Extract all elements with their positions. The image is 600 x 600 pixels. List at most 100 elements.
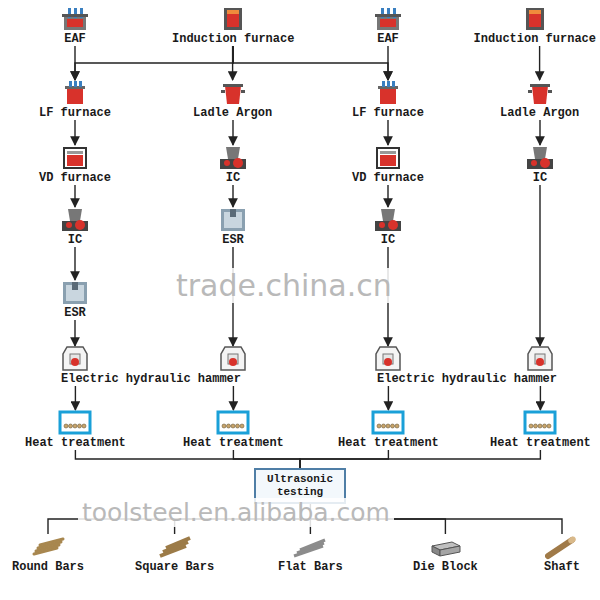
flow-arrow <box>387 185 388 207</box>
icon-row <box>172 6 294 32</box>
flow-arrow <box>539 120 540 145</box>
process-step: ESR <box>213 207 253 247</box>
icon-row <box>55 280 95 306</box>
process-step: Square Bars <box>135 534 214 574</box>
step-label: Ladle Argon <box>500 106 579 120</box>
process-icon <box>371 207 405 233</box>
process-step: Heat treatment <box>183 410 284 450</box>
flow-arrow <box>300 450 540 468</box>
icon-row <box>16 346 286 372</box>
icon-row <box>490 410 591 436</box>
process-step: Ladle Argon <box>193 80 272 120</box>
process-icon <box>371 6 405 32</box>
process-icon <box>216 346 250 372</box>
icon-row <box>213 207 253 233</box>
step-label: IC <box>520 171 560 185</box>
step-label: IC <box>368 233 408 247</box>
icon-row <box>278 534 343 560</box>
step-label: ESR <box>55 306 95 320</box>
icon-row <box>542 534 582 560</box>
process-icon <box>58 80 92 106</box>
process-icon <box>545 534 579 560</box>
flow-arrow <box>74 320 75 346</box>
flow-arrow <box>539 185 540 346</box>
process-icon <box>58 6 92 32</box>
process-step: Round Bars <box>12 534 84 574</box>
process-icon <box>58 145 92 171</box>
step-label: Die Block <box>413 560 478 574</box>
process-step: Ladle Argon <box>500 80 579 120</box>
flow-arrow <box>539 46 540 80</box>
step-label: IC <box>55 233 95 247</box>
process-icon <box>293 534 327 560</box>
step-label: EAF <box>55 32 95 46</box>
icon-row <box>25 410 126 436</box>
icon-row <box>39 80 111 106</box>
flow-arrow <box>233 46 388 80</box>
step-label: Round Bars <box>12 560 84 574</box>
process-step: EAF <box>368 6 408 46</box>
process-icon <box>523 346 557 372</box>
process-step: Shaft <box>542 534 582 574</box>
flow-arrow <box>388 386 389 410</box>
process-icon <box>518 6 552 32</box>
process-icon <box>216 207 250 233</box>
process-step: IC <box>368 207 408 247</box>
process-icon <box>428 534 462 560</box>
icon-row <box>12 534 84 560</box>
process-step: Heat treatment <box>338 410 439 450</box>
step-label: Heat treatment <box>338 436 439 450</box>
process-step: IC <box>55 207 95 247</box>
icon-row <box>193 80 272 106</box>
flow-arrow <box>232 185 233 207</box>
process-icon <box>216 145 250 171</box>
flow-arrow <box>74 120 75 145</box>
icon-row <box>39 145 111 171</box>
icon-row <box>352 80 424 106</box>
process-icon <box>216 6 250 32</box>
process-step: Induction furnace <box>474 6 596 46</box>
process-step: IC <box>213 145 253 185</box>
process-step: Heat treatment <box>25 410 126 450</box>
step-label: IC <box>213 171 253 185</box>
flow-arrow <box>387 46 388 80</box>
icon-row <box>55 6 95 32</box>
flow-arrow <box>75 46 233 80</box>
step-label: Electric hydraulic hammer <box>342 372 592 386</box>
process-icon <box>58 410 92 436</box>
process-icon <box>371 410 405 436</box>
step-label: VD furnace <box>39 171 111 185</box>
flow-arrow <box>74 185 75 207</box>
icon-row <box>500 80 579 106</box>
process-icon <box>371 80 405 106</box>
flow-arrow <box>74 247 75 280</box>
process-step: VD furnace <box>39 145 111 185</box>
watermark: toolsteel.en.alibaba.com <box>78 498 394 527</box>
process-icon <box>158 534 192 560</box>
flow-arrow <box>233 450 300 468</box>
flow-arrow <box>75 450 300 468</box>
icon-row <box>135 534 214 560</box>
process-icon <box>371 145 405 171</box>
process-step: VD furnace <box>352 145 424 185</box>
icon-row <box>213 145 253 171</box>
process-step: LF furnace <box>39 80 111 120</box>
process-icon <box>58 280 92 306</box>
step-label: Induction furnace <box>474 32 596 46</box>
icon-row <box>55 207 95 233</box>
step-label: Ultrasonic testing <box>260 473 340 499</box>
step-label: LF furnace <box>352 106 424 120</box>
watermark: trade.china.cn <box>172 268 396 303</box>
step-label: ESR <box>213 233 253 247</box>
step-label: Heat treatment <box>25 436 126 450</box>
process-icon <box>371 346 405 372</box>
process-icon <box>523 410 557 436</box>
step-label: Induction furnace <box>172 32 294 46</box>
icon-row <box>368 207 408 233</box>
step-label: Ladle Argon <box>193 106 272 120</box>
process-icon <box>216 410 250 436</box>
flow-arrow <box>387 120 388 145</box>
process-icon <box>31 534 65 560</box>
flow-arrow <box>75 386 76 410</box>
icon-row <box>520 145 560 171</box>
